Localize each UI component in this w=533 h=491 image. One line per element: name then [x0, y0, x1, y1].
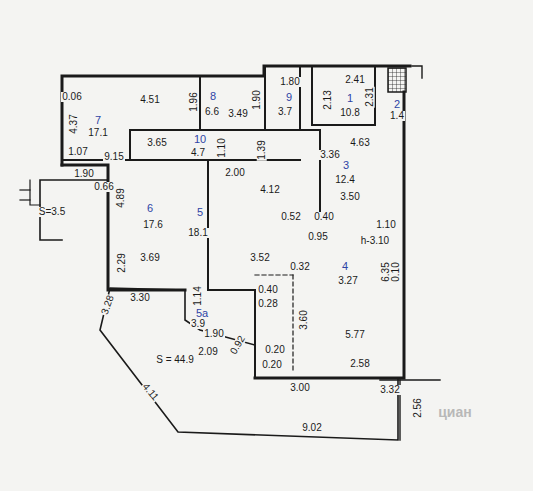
dimension-label: 0.20	[264, 345, 285, 355]
dimension-label: 1.39	[257, 139, 267, 160]
room-number: 4	[341, 261, 349, 272]
dimension-label: 2.56	[413, 397, 423, 418]
dimension-label: 2.00	[224, 168, 245, 178]
dimension-label: 4.89	[116, 187, 126, 208]
dimension-label: 1.90	[73, 169, 94, 179]
dimension-label: 3.49	[227, 109, 248, 119]
dimension-label: 1.90	[252, 89, 262, 110]
dimension-label: 3.30	[129, 293, 150, 303]
dimension-label: 3.60	[299, 309, 309, 330]
room-number: 8	[209, 91, 217, 102]
dimension-label: 0.52	[280, 212, 301, 222]
room-number: 5	[196, 207, 204, 218]
dimension-label: 0.40	[257, 285, 278, 295]
room-number: 1	[346, 93, 354, 104]
dimension-label: 17.1	[87, 128, 108, 138]
dimension-label: 2.31	[365, 86, 375, 107]
dimension-label: 2.58	[349, 359, 370, 369]
dimension-label: 4.7	[190, 148, 206, 158]
dimension-label: 3.9	[190, 319, 206, 329]
room-number: 2	[393, 99, 401, 110]
dimension-label: 0.28	[257, 299, 278, 309]
dimension-label: 0.95	[307, 232, 328, 242]
dimension-label: 0.10	[391, 261, 401, 282]
dimension-label: 17.6	[142, 220, 163, 230]
dimension-label: 3.36	[319, 150, 340, 160]
dimension-label: 3.65	[146, 138, 167, 148]
watermark: циан	[437, 405, 472, 419]
dimension-label: 3.27	[337, 276, 358, 286]
dimension-label: 3.28	[100, 293, 117, 317]
dimension-label: 1.10	[217, 137, 227, 158]
dimension-label: 1.07	[67, 147, 88, 157]
dimension-label: 1.90	[203, 329, 224, 339]
dimension-label: 0.40	[313, 212, 334, 222]
dimension-label: 1.14	[193, 285, 203, 306]
dimension-label: 0.32	[289, 262, 310, 272]
dimension-label: 3.00	[289, 383, 310, 393]
dimension-label: 1.4	[389, 111, 405, 121]
dimension-label: 2.29	[117, 252, 127, 273]
room-number: 9	[285, 92, 293, 103]
dimension-label: 3.69	[139, 253, 160, 263]
dimension-label: 6.35	[381, 261, 391, 282]
dimension-label: 1.10	[375, 220, 396, 230]
dimension-label: 5.77	[344, 330, 365, 340]
dimension-label: S = 44.9	[155, 355, 195, 365]
dimension-label: 3.7	[277, 107, 293, 117]
dimension-label: 3.32	[379, 385, 400, 395]
dimension-label: 18.1	[187, 228, 208, 238]
dimension-label: 2.41	[344, 75, 365, 85]
room-number: 3	[342, 160, 350, 171]
dimension-label: 0.06	[61, 92, 82, 102]
dimension-label: 0.20	[261, 360, 282, 370]
dimension-label: 0.66	[93, 182, 114, 192]
dimension-label: 4.37	[69, 113, 79, 134]
dimension-label: 9.15	[103, 152, 124, 162]
room-number: 7	[94, 115, 102, 126]
dimension-label: S=3.5	[38, 207, 66, 217]
dimension-label: 2.13	[323, 89, 333, 110]
dimension-label: 0.92	[228, 333, 247, 357]
dimension-label: 4.51	[139, 95, 160, 105]
dimension-label: 3.50	[339, 192, 360, 202]
dimension-label: h-3.10	[360, 236, 390, 246]
dimension-label: 4.63	[349, 138, 370, 148]
room-number: 5a	[195, 308, 209, 319]
dimension-label: 12.4	[334, 175, 355, 185]
room-number: 6	[146, 203, 154, 214]
dimension-label: 4.11	[139, 381, 160, 403]
dimension-label: 1.80	[279, 77, 300, 87]
dimension-label: 6.6	[204, 107, 220, 117]
room-number: 10	[193, 134, 207, 145]
dimension-label: 9.02	[301, 423, 322, 433]
dimension-label: 1.96	[189, 91, 199, 112]
dimension-label: 4.12	[259, 185, 280, 195]
dimension-label: 2.09	[197, 347, 218, 357]
dimension-label: 3.52	[249, 253, 270, 263]
dimension-label: 10.8	[339, 108, 360, 118]
